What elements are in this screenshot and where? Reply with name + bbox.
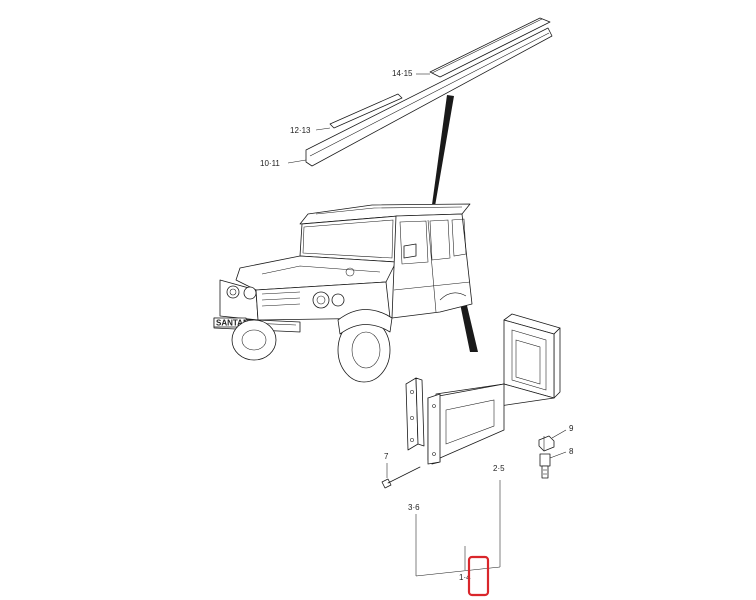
bolt-part[interactable] (381, 463, 421, 489)
stud-part[interactable] (539, 451, 567, 479)
locking-knob-part[interactable] (538, 429, 567, 452)
carrier-frame[interactable] (427, 313, 561, 465)
leader-base (415, 566, 501, 577)
pointer-wedge-top (431, 95, 454, 212)
callout-2-5: 2·5 (493, 464, 505, 473)
callout-12-13: 12·13 (290, 126, 311, 135)
highlight-box[interactable] (467, 555, 490, 597)
trim-strip-10-11[interactable] (305, 27, 553, 167)
vehicle-illustration: SANTANA (213, 203, 473, 383)
trim-strip-14-15[interactable] (429, 17, 551, 78)
callout-7: 7 (384, 452, 389, 461)
trim-strip-12-13[interactable] (329, 93, 403, 129)
callout-3-6: 3·6 (408, 503, 420, 512)
callout-9: 9 (569, 424, 574, 433)
callout-8: 8 (569, 447, 574, 456)
callout-1-4: 1·4 (459, 573, 471, 582)
mounting-bracket[interactable] (405, 377, 425, 451)
callout-10-11: 10·11 (260, 159, 280, 168)
plate-text: SANTANA (216, 319, 255, 328)
callout-14-15: 14·15 (392, 69, 413, 78)
